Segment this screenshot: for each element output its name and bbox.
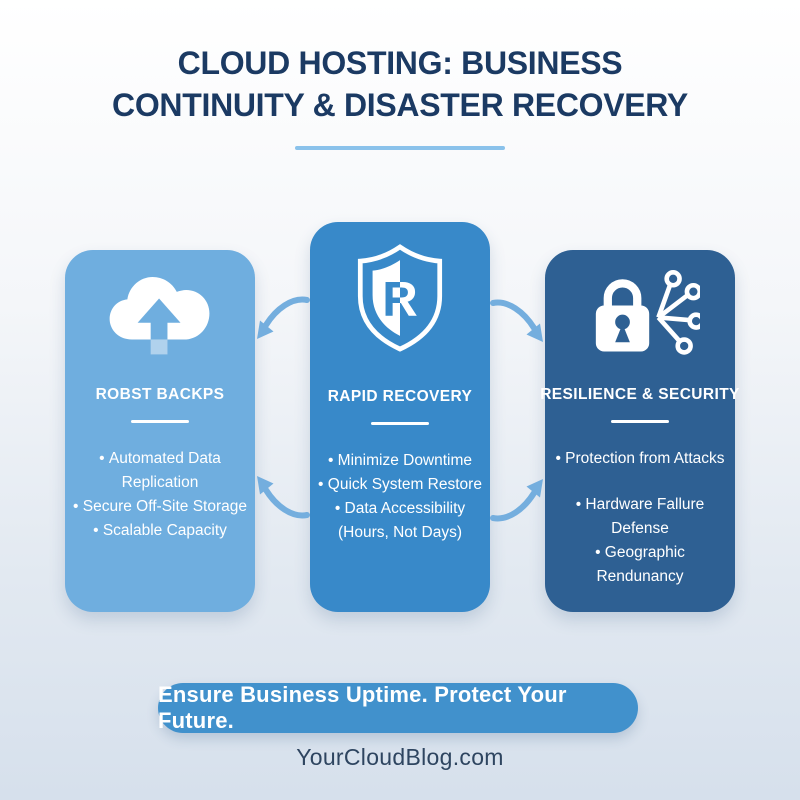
card-title-robust-backups: ROBST BACKPS: [95, 386, 225, 403]
card-divider: [371, 422, 429, 425]
bullet-item: Protection from Attacks: [553, 447, 727, 471]
card-bullet-list: Protection from Attacks Hardware Fallure…: [545, 447, 735, 589]
bullet-item: Hardware Fallure Defense: [553, 493, 727, 541]
arrow-to-right-top-icon: [490, 296, 548, 346]
card-bullet-list: Automated Data Replication Secure Off-Si…: [65, 447, 255, 543]
bullet-note: (Hours, Not Days): [337, 524, 462, 541]
arrow-to-left-bottom-icon: [252, 472, 310, 522]
footer-url: YourCloudBlog.com: [296, 744, 504, 770]
arrow-to-right-bottom-icon: [490, 475, 548, 525]
cloud-upload-icon: [65, 250, 255, 372]
card-divider: [131, 420, 189, 423]
svg-text:R: R: [382, 272, 418, 327]
cta-banner-text: Ensure Business Uptime. Protect Your Fut…: [158, 682, 567, 733]
shield-r-icon: R R: [310, 222, 490, 374]
card-title-rapid-recovery: RAPID RECOVERY: [327, 388, 473, 405]
bullet-item: Geographic Rendunancy: [553, 541, 727, 589]
card-rapid-recovery: R R RAPID RECOVERY Minimize Downtime Qui…: [310, 222, 490, 612]
card-title-resilience-security: RESILIENCE & SECURITY: [540, 386, 740, 403]
page-title-line1: CLOUD HOSTING: BUSINESS: [177, 45, 623, 81]
page-title: CLOUD HOSTING: BUSINESS CONTINUITY & DIS…: [0, 42, 800, 126]
card-bullet-list: Minimize Downtime Quick System Restore D…: [310, 449, 490, 545]
arrow-to-left-top-icon: [252, 293, 310, 343]
page-title-line2: CONTINUITY & DISASTER RECOVERY: [112, 87, 688, 123]
cta-banner: Ensure Business Uptime. Protect Your Fut…: [158, 682, 638, 733]
title-underline: [295, 146, 505, 150]
svg-text:R: R: [382, 272, 418, 327]
bullet-item: Secure Off-Site Storage: [73, 495, 247, 519]
card-resilience-security: RESILIENCE & SECURITY Protection from At…: [540, 250, 739, 612]
card-divider: [611, 420, 669, 423]
bullet-item: Quick System Restore: [318, 473, 482, 497]
card-robust-backups: ROBST BACKPS Automated Data Replication …: [65, 250, 255, 612]
bullet-item: Automated Data Replication: [73, 447, 247, 495]
bullet-item: Scalable Capacity: [73, 519, 247, 543]
bullet-item: Minimize Downtime: [318, 449, 482, 473]
lock-network-icon: [545, 250, 735, 372]
bullet-item: Data Accessibility: [318, 497, 482, 521]
